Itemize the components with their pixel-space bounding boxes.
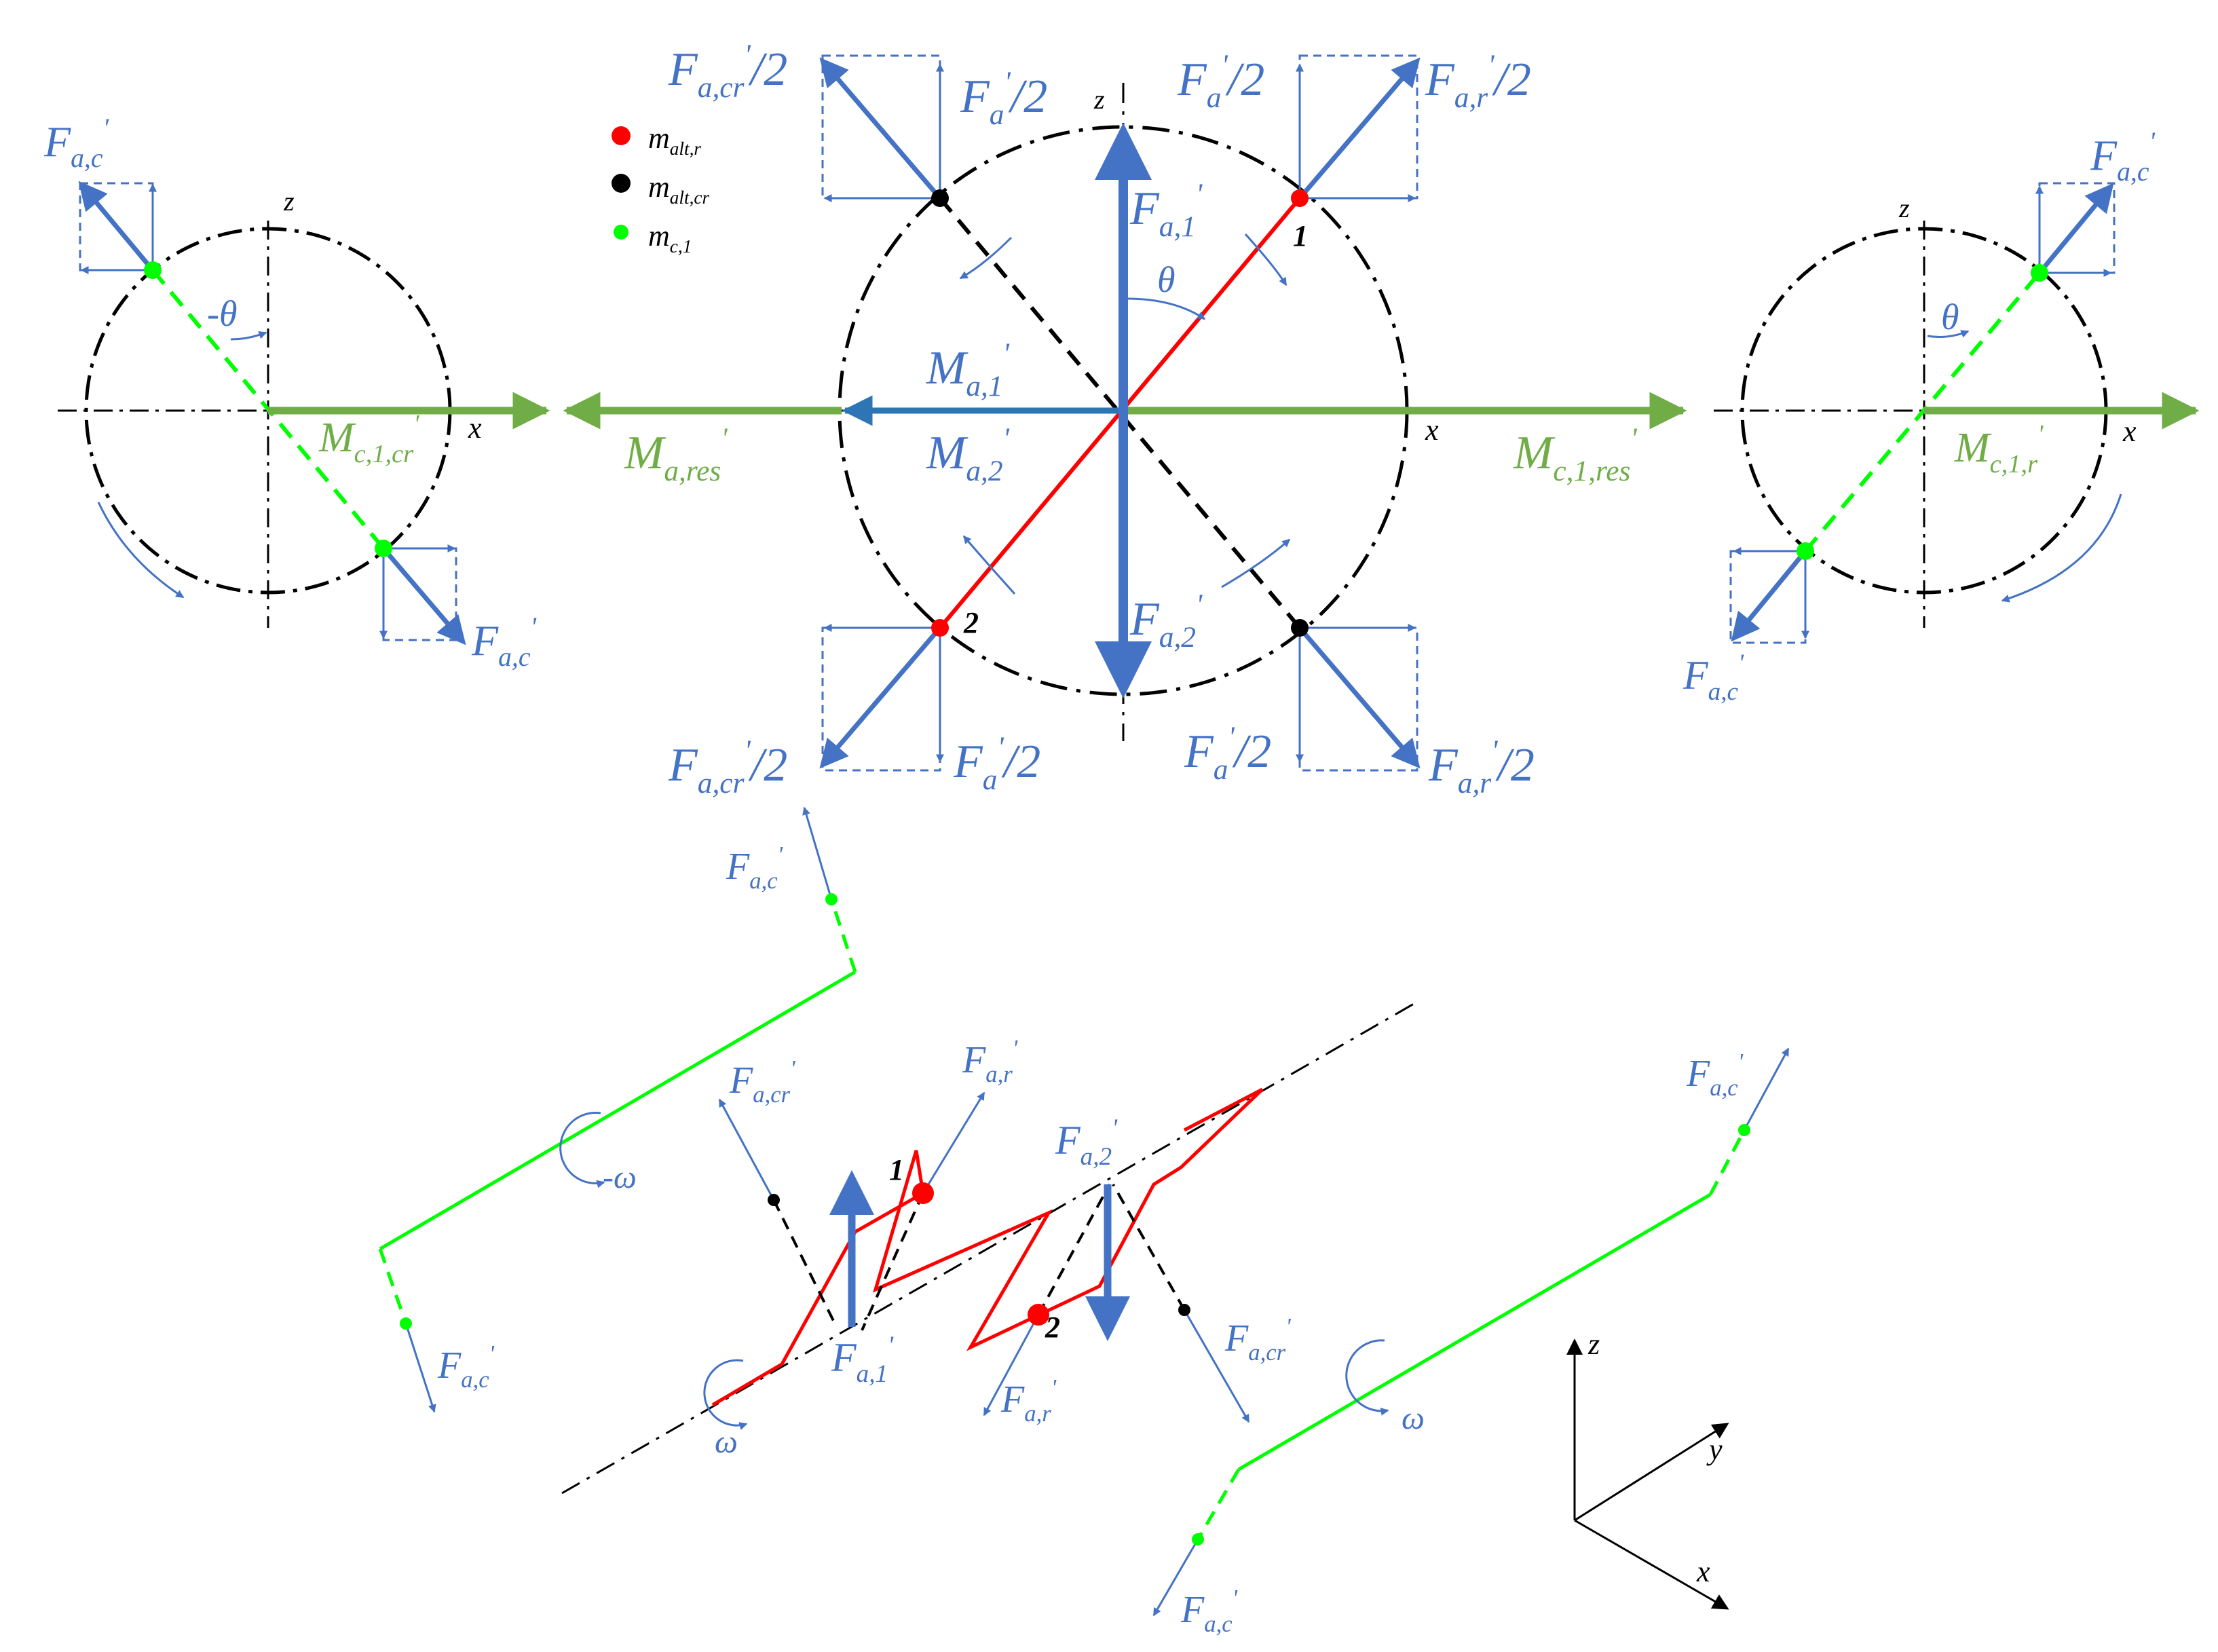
label-Mc1cr: Mc,1,cr'	[318, 410, 419, 468]
label-Fa-half-top-left: Fa'/2	[960, 66, 1047, 131]
label-Fa1-center: Fa,1'	[1129, 178, 1203, 243]
label-Fa-half-top-right: Fa'/2	[1177, 49, 1264, 114]
force-group-top-left	[819, 54, 949, 207]
legend-label-0: malt,r	[648, 121, 701, 159]
label-Fac-right-top: Fa,c'	[2090, 127, 2156, 187]
point-alt-cr-top	[931, 189, 949, 207]
theta-arc-right	[1927, 330, 1970, 338]
label-Far-3d-bottom: Fa,r'	[1000, 1374, 1057, 1427]
label-Fac-left-top: Fa,c'	[43, 113, 109, 173]
label-z-left: z	[283, 186, 295, 217]
label-Facr-3d-right: Fa,cr'	[1224, 1313, 1291, 1366]
left-counterweight-view	[58, 181, 550, 645]
label-Fac-left-bottom: Fa,c'	[471, 612, 537, 672]
label-x-left: x	[468, 411, 482, 445]
rotation-arc-bottom-right	[1221, 538, 1291, 588]
legend-marker-0	[612, 126, 631, 145]
label-Mc1res: Mc,1,res'	[1513, 422, 1637, 487]
label-Facr-half-top: Fa,cr'/2	[668, 39, 787, 104]
label-point-1-3d: 1	[889, 1153, 904, 1186]
omega-arc-left-bottom	[703, 1359, 748, 1430]
label-Fac-3d-bottom-left: Fa,c'	[437, 1340, 495, 1393]
legend: malt,r malt,cr mc,1	[612, 121, 709, 257]
label-Facr-3d-left: Fa,cr'	[729, 1055, 795, 1108]
label-z-right: z	[1898, 193, 1910, 223]
label-neg-theta-left: -θ	[207, 293, 238, 334]
label-Ma2: Ma,2'	[926, 422, 1010, 487]
center-throw-view: malt,r malt,cr mc,1	[563, 54, 1687, 772]
label-neg-omega: -ω	[603, 1159, 637, 1195]
label-point-2-3d: 2	[1045, 1311, 1060, 1344]
label-triad-z: z	[1587, 1328, 1600, 1361]
rotation-arc-top-right	[1244, 233, 1287, 286]
theta-arc	[1126, 297, 1206, 320]
label-x-right: x	[2122, 415, 2137, 448]
point-2-red	[931, 619, 949, 637]
label-triad-y: y	[1706, 1433, 1723, 1466]
force-group-top-right	[1291, 54, 1421, 207]
label-point-1-center: 1	[1293, 219, 1308, 252]
label-Mc1r: Mc,1,r'	[1954, 420, 2044, 478]
label-triad-x: x	[1696, 1555, 1710, 1588]
label-Fac-3d-top-right: Fa,c'	[1686, 1049, 1744, 1101]
label-omega-right: ω	[1402, 1400, 1425, 1436]
label-Fac-3d-top-left: Fa,c'	[726, 842, 783, 894]
label-Fa-half-bottom-left: Fa'/2	[953, 731, 1040, 796]
legend-label-1: malt,cr	[648, 170, 709, 208]
label-Fa2-3d: Fa,2'	[1055, 1114, 1118, 1171]
crank-throw-black-dashed	[938, 197, 1302, 629]
label-Fa-half-bottom-right: Fa'/2	[1184, 721, 1271, 786]
isometric-crankshaft-view	[378, 806, 1790, 1617]
force-group-bottom-right	[1291, 619, 1421, 772]
right-counter-shaft	[1237, 1193, 1712, 1471]
label-point-2-center: 2	[963, 606, 979, 639]
coordinate-triad	[1566, 1338, 1729, 1610]
label-theta-right: θ	[1941, 297, 1959, 337]
omega-arc-right	[1345, 1339, 1389, 1416]
label-Fa2-center: Fa,2'	[1129, 588, 1203, 654]
label-Far-half-bottom: Fa,r'/2	[1428, 734, 1535, 800]
label-Far-half-top: Fa,r'/2	[1425, 49, 1531, 114]
force-group-bottom-left	[819, 619, 949, 772]
left-counter-shaft	[379, 970, 857, 1251]
point-alt-cr-bottom	[1291, 619, 1309, 637]
legend-marker-2	[614, 225, 628, 240]
right-rotation-arc	[2001, 493, 2122, 603]
shaft-centerline	[561, 1000, 1419, 1495]
label-Fac-right-bottom: Fa,c'	[1683, 650, 1744, 706]
label-omega-left: ω	[715, 1424, 738, 1460]
crankshaft-red	[711, 1088, 1264, 1407]
right-counterweight-arm	[1803, 271, 2042, 552]
rotation-arc-top-left	[959, 236, 1013, 280]
label-Fac-3d-bottom-right: Fa,c'	[1180, 1585, 1238, 1637]
label-Far-3d-top: Fa,r'	[962, 1035, 1018, 1087]
label-theta-center: θ	[1157, 259, 1176, 300]
black-labels: z x z x z x 1 2 1 2 z y x	[283, 84, 2137, 1588]
omega-arc-left-top	[559, 1112, 605, 1188]
label-Ma1: Ma,1'	[926, 337, 1010, 402]
label-x-center: x	[1425, 413, 1439, 447]
label-Mares: Ma,res'	[624, 422, 728, 487]
point-1-red	[1291, 189, 1309, 207]
right-counterweight-view	[1714, 182, 2200, 644]
label-z-center: z	[1093, 84, 1105, 115]
legend-marker-1	[612, 174, 631, 193]
neg-theta-arc	[230, 331, 267, 341]
left-rotation-arc	[97, 502, 185, 599]
rotation-arc-bottom-left	[962, 535, 1016, 595]
label-Fa1-3d: Fa,1'	[831, 1332, 894, 1388]
legend-label-2: mc,1	[648, 219, 692, 257]
labels: Fa,cr'/2 Fa'/2 Fa'/2 Fa,r'/2 Fa,cr'/2 Fa…	[43, 39, 2156, 1637]
label-Facr-half-bottom: Fa,cr'/2	[668, 734, 787, 800]
